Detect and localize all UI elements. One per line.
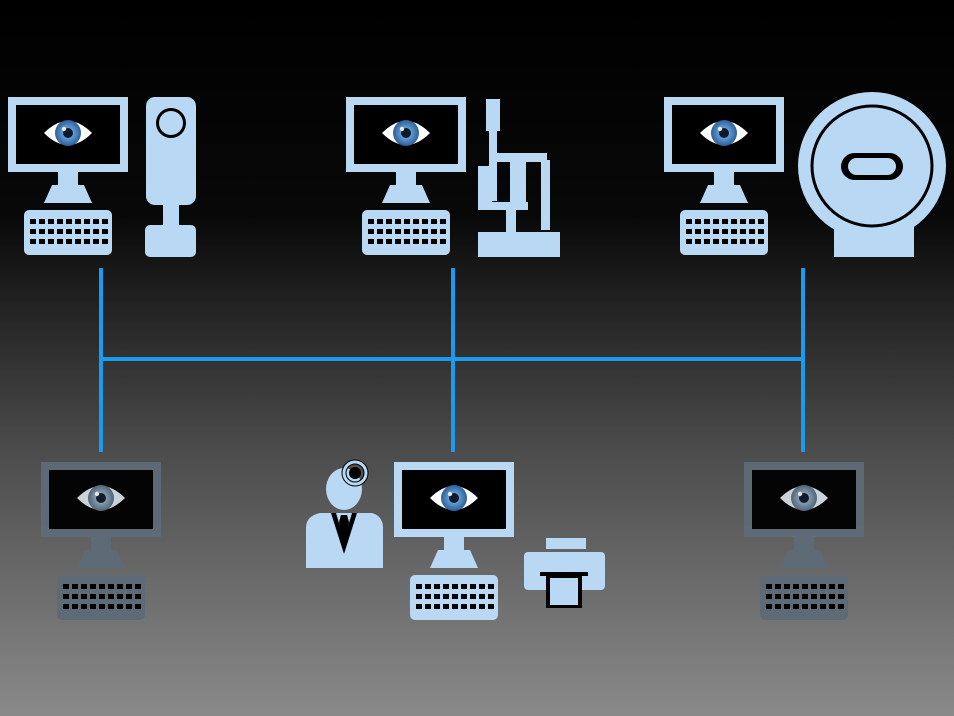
monitor-icon: [8, 97, 128, 203]
eye-icon: [700, 120, 748, 146]
eye-icon: [77, 485, 125, 511]
oct-scanner-icon: [798, 92, 946, 257]
workstation-oct-scanner: [664, 97, 784, 255]
keyboard-icon: [362, 210, 450, 255]
fundus-camera-icon: [145, 97, 196, 257]
monitor-icon: [346, 97, 466, 203]
keyboard-icon: [57, 575, 145, 620]
viewing-station-left: [41, 462, 161, 620]
keyboard-icon: [760, 575, 848, 620]
viewing-station-right: [744, 462, 864, 620]
eye-icon: [780, 485, 828, 511]
monitor-icon: [41, 462, 161, 568]
monitor-icon: [394, 462, 514, 568]
doctor-icon: [306, 459, 383, 568]
eye-icon: [430, 485, 478, 511]
network-lines: [99, 268, 805, 452]
workstation-slit-lamp: [346, 97, 466, 255]
physician-workstation: [394, 462, 514, 620]
keyboard-icon: [410, 575, 498, 620]
eye-icon: [44, 120, 92, 146]
slit-lamp-icon: [478, 99, 560, 257]
workstation-fundus-camera: [8, 97, 128, 255]
eye-icon: [382, 120, 430, 146]
printer-icon: [524, 538, 605, 608]
keyboard-icon: [24, 210, 112, 255]
monitor-icon: [744, 462, 864, 568]
keyboard-icon: [680, 210, 768, 255]
monitor-icon: [664, 97, 784, 203]
